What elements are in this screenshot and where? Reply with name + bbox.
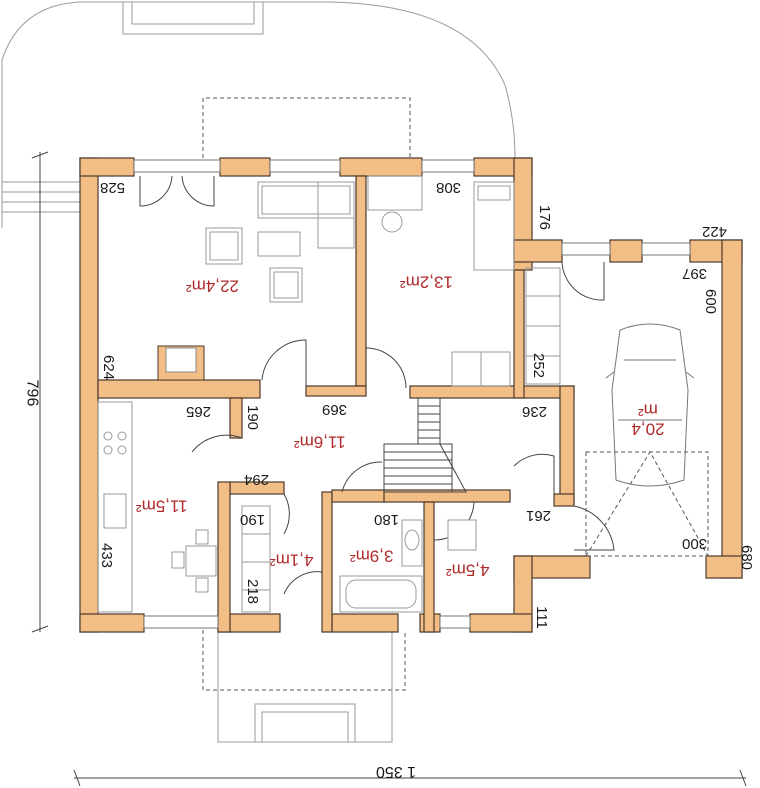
walls [79, 157, 743, 633]
total-width: 1 350 [376, 763, 417, 780]
area-hall: 11,6m² [294, 432, 346, 452]
terrace-top-outline [1, 1, 516, 228]
windows [133, 159, 691, 629]
area-garage: 20,4 m² [628, 400, 668, 439]
dim-397: 397 [682, 265, 708, 282]
area-pantry: 4,1m² [270, 550, 314, 570]
area-bathroom: 3,9m² [350, 546, 394, 566]
dim-680: 680 [738, 544, 756, 571]
dim-176: 176 [536, 204, 554, 231]
dim-180: 180 [374, 511, 400, 528]
dimension-lines [31, 151, 747, 787]
car [605, 323, 695, 487]
garage-door-dashed [585, 451, 709, 557]
area-bedroom: 13,2m² [400, 272, 453, 292]
dim-600: 600 [702, 288, 720, 315]
dim-261: 261 [526, 507, 552, 524]
stairs [383, 397, 467, 493]
furniture [97, 175, 561, 613]
area-garage-line1: 20,4 [631, 419, 665, 439]
dim-294: 294 [244, 471, 270, 488]
dim-218: 218 [244, 578, 262, 605]
dim-528: 528 [100, 179, 126, 196]
steps-bottom [217, 630, 393, 743]
dim-624: 624 [100, 354, 118, 381]
dim-190a: 190 [244, 404, 262, 431]
area-kitchen: 11,5m² [136, 496, 188, 516]
total-height: 796 [23, 379, 41, 407]
area-boiler-room: 4,5m² [446, 560, 490, 580]
dim-265: 265 [186, 403, 212, 420]
dim-190b: 190 [240, 511, 266, 528]
dim-308: 308 [436, 179, 462, 196]
dim-369: 369 [322, 401, 348, 418]
dim-300: 300 [682, 535, 708, 552]
porch-bottom-dashed [202, 630, 406, 691]
porch-top-dashed [202, 97, 411, 158]
dim-252: 252 [530, 352, 548, 379]
dim-111: 111 [532, 606, 550, 629]
dim-236: 236 [522, 403, 548, 420]
dim-433: 433 [98, 542, 116, 569]
area-living-room: 22,4m² [186, 276, 239, 296]
area-garage-line2: m² [638, 400, 658, 420]
doors [139, 175, 615, 595]
dim-422: 422 [702, 223, 728, 240]
